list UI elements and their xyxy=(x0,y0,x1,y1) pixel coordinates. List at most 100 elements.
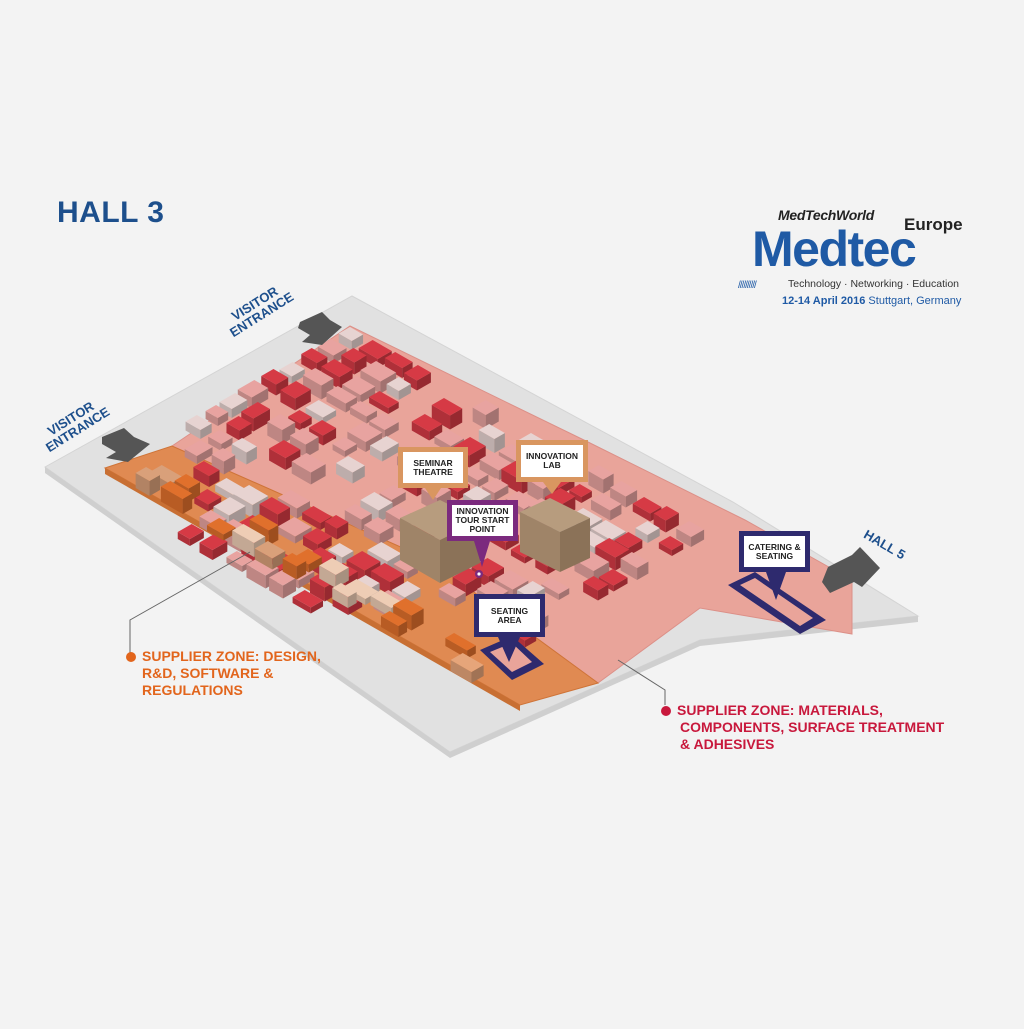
booth xyxy=(380,611,408,637)
event-dates: 12-14 April 2016 Stuttgart, Germany xyxy=(782,295,961,307)
booth xyxy=(305,400,337,424)
booth xyxy=(610,481,638,508)
booth xyxy=(620,552,649,580)
seating-line2: AREA xyxy=(497,614,522,625)
booth xyxy=(211,448,236,475)
booth xyxy=(403,365,431,391)
medtechworld-wordmark: MedTechWorld xyxy=(778,207,874,223)
booth xyxy=(360,492,393,523)
booth xyxy=(291,453,326,485)
materials-zone-line3: & ADHESIVES xyxy=(680,736,775,752)
booth xyxy=(450,653,484,683)
innovation-tour-pin[interactable] xyxy=(447,500,518,578)
tour-line3: POINT xyxy=(469,524,496,534)
seminar-line2: THEATRE xyxy=(413,466,453,477)
booth xyxy=(254,541,286,570)
design-zone-dot-icon xyxy=(126,652,136,663)
lab-line2: LAB xyxy=(543,460,561,470)
booth xyxy=(588,465,614,494)
booth xyxy=(583,576,609,601)
booth xyxy=(160,481,193,514)
booth xyxy=(438,583,466,607)
left-entrance-arrow xyxy=(102,428,150,462)
booth xyxy=(363,517,394,545)
lab-line1: INNOVATION xyxy=(525,451,579,461)
booth xyxy=(347,422,383,452)
catering-seating-pin[interactable] xyxy=(739,531,810,600)
booth xyxy=(269,440,301,470)
seminar-theatre-pin[interactable] xyxy=(398,447,468,500)
hall-title: HALL 3 xyxy=(57,196,165,229)
design-zone-title: SUPPLIER ZONE: xyxy=(142,648,260,664)
booth xyxy=(277,517,312,544)
booth xyxy=(205,405,229,426)
catering-line2: SEATING xyxy=(755,550,794,561)
innovation-lab-block xyxy=(520,498,590,572)
catering-area-outline xyxy=(728,572,826,634)
innovation-lab-label[interactable]: INNOVATION LAB xyxy=(521,445,583,477)
logo-tagline: Technology · Networking · Education xyxy=(788,278,960,290)
materials-zone-dot-icon xyxy=(661,706,671,717)
materials-zone-line1: MATERIALS, xyxy=(794,702,883,718)
booth xyxy=(653,506,679,533)
booth xyxy=(184,440,213,464)
booth xyxy=(289,428,319,458)
booth xyxy=(208,430,233,451)
booth xyxy=(350,401,377,424)
booth xyxy=(324,515,349,540)
booth xyxy=(185,415,212,439)
booth xyxy=(360,361,397,394)
seminar-line1: SEMINAR xyxy=(413,457,453,468)
upper-entrance-arrow xyxy=(298,312,342,345)
booth xyxy=(411,414,443,441)
booth xyxy=(344,504,372,531)
hall5-exit-arrow xyxy=(822,547,880,593)
innovation-lab-pin[interactable] xyxy=(516,440,588,494)
booth xyxy=(267,414,296,444)
design-zone-callout: SUPPLIER ZONE: DESIGN, R&D, SOFTWARE & R… xyxy=(126,648,321,699)
innovation-tour-label[interactable]: INNOVATION TOUR START POINT xyxy=(452,505,513,536)
seating-line1: SEATING xyxy=(490,605,529,616)
event-dates-bold: 12-14 April 2016 xyxy=(782,295,866,307)
seminar-theatre-label[interactable]: SEMINAR THEATRE xyxy=(403,452,463,483)
catering-line1: CATERING & xyxy=(748,541,801,552)
booth xyxy=(472,400,499,429)
booth xyxy=(326,386,357,413)
booth xyxy=(370,436,399,462)
medtec-logo: MedTechWorld Europe Medtec ////////// Te… xyxy=(738,200,970,310)
booth xyxy=(177,524,204,546)
materials-zone-title: SUPPLIER ZONE: xyxy=(677,702,795,718)
medtec-wordmark: Medtec xyxy=(752,221,917,277)
materials-zone-callout: SUPPLIER ZONE: MATERIALS, COMPONENTS, SU… xyxy=(661,702,944,753)
booth xyxy=(332,583,357,608)
booth xyxy=(478,424,505,453)
booth xyxy=(135,467,160,496)
booth xyxy=(219,393,248,418)
booth xyxy=(317,339,347,364)
logo-stripes-icon: ////////// xyxy=(738,280,757,291)
tour-line2: TOUR START xyxy=(455,515,510,525)
booth xyxy=(338,327,364,350)
booth xyxy=(282,553,307,580)
tour-line1: INNOVATION xyxy=(456,506,509,516)
booth xyxy=(445,633,476,659)
booth xyxy=(386,377,411,400)
materials-zone-leader xyxy=(617,659,666,705)
booth xyxy=(193,461,220,487)
booth xyxy=(280,381,311,411)
seating-area-label[interactable]: SEATING AREA xyxy=(479,599,540,632)
booth xyxy=(336,456,365,484)
seating-area-pin[interactable] xyxy=(474,594,545,662)
booth xyxy=(301,348,328,373)
catering-seating-label[interactable]: CATERING & SEATING xyxy=(744,536,805,567)
booth xyxy=(676,521,705,547)
booth xyxy=(261,369,289,396)
booth xyxy=(369,391,399,414)
booth xyxy=(319,558,349,588)
design-zone-line2: R&D, SOFTWARE & xyxy=(142,665,274,681)
booth xyxy=(226,416,252,441)
design-zone-line3: REGULATIONS xyxy=(142,682,243,698)
booth xyxy=(332,437,357,457)
